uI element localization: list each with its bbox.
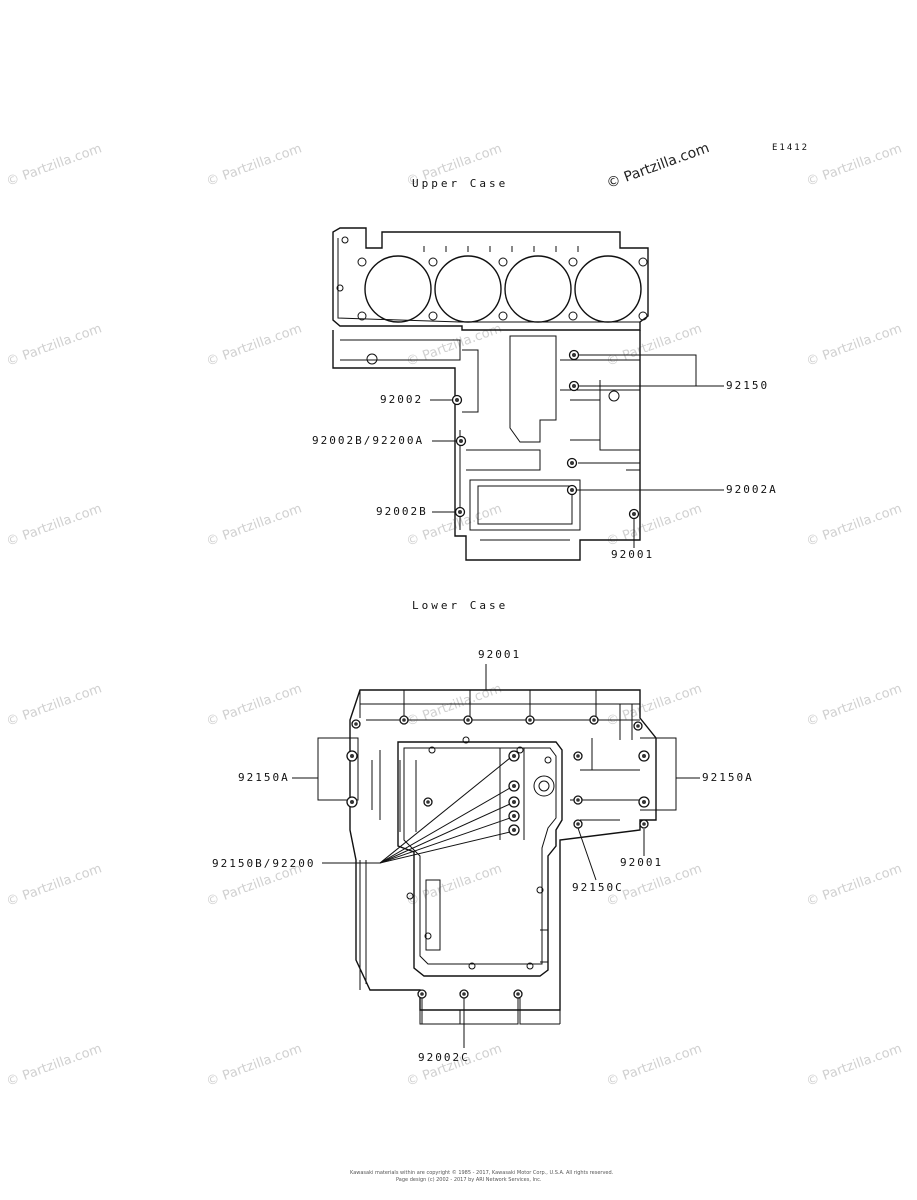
- callout-92150a-right: 92150A: [702, 771, 754, 784]
- callout-92150a-left: 92150A: [238, 771, 290, 784]
- callout-92150c: 92150C: [572, 881, 624, 894]
- footer-copyright: Kawasaki materials within are copyright …: [350, 1170, 614, 1176]
- callout-92002a: 92002A: [726, 483, 778, 496]
- callout-92001-lower-top: 92001: [478, 648, 522, 661]
- diagram-code: E1412: [772, 143, 810, 153]
- footer-page-design: Page design (c) 2002 - 2017 by ARI Netwo…: [396, 1177, 542, 1183]
- callout-92002b: 92002B: [376, 505, 428, 518]
- callout-92001-lower-right: 92001: [620, 856, 664, 869]
- upper-case-title: Upper Case: [412, 177, 509, 190]
- callout-92001-upper: 92001: [611, 548, 655, 561]
- lower-case-title: Lower Case: [412, 599, 509, 612]
- callout-92150b-92200: 92150B/92200: [212, 857, 316, 870]
- callout-92150: 92150: [726, 379, 770, 392]
- callout-92002b-92200a: 92002B/92200A: [312, 434, 425, 447]
- callout-92002c: 92002C: [418, 1051, 470, 1064]
- callout-92002: 92002: [380, 393, 424, 406]
